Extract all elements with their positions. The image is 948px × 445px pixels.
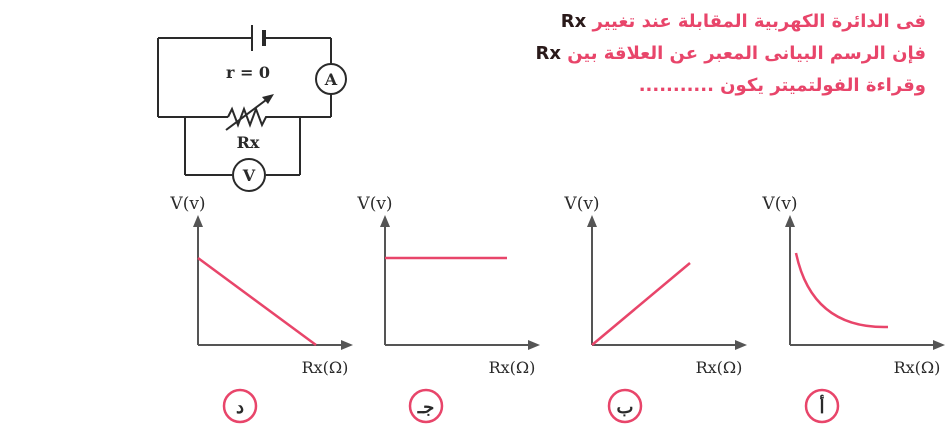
graph-4-ylabel: V(v): [761, 194, 797, 214]
graph-4-option-label: أ: [819, 395, 824, 418]
graph-2-ylabel: V(v): [356, 194, 392, 214]
variable-rx: Rx: [560, 11, 587, 32]
question-line-2: فإن الرسم البيانى المعبر عن العلاقة بين …: [535, 43, 926, 64]
question-line-1: فى الدائرة الكهربية المقابلة عند تغيير R…: [560, 11, 926, 32]
graph-3-xlabel: Rx(Ω): [696, 358, 743, 377]
question-text: فى الدائرة الكهربية المقابلة عند تغيير R…: [486, 6, 926, 102]
question-line-3: وقراءة الفولتميتر يكون ...........: [638, 75, 926, 96]
graph-3-option-label: ب: [617, 397, 634, 418]
graph-3-y-arrow: [587, 215, 597, 227]
graph-3-curve: [591, 262, 691, 346]
graph-1-y-arrow: [193, 215, 203, 227]
graph-4-y-arrow: [785, 215, 795, 227]
graph-4-x-arrow: [933, 340, 945, 350]
graph-3-option-circle: [607, 388, 643, 424]
graph-1-option-label: د: [236, 397, 244, 418]
graph-2-xlabel: Rx(Ω): [489, 358, 536, 377]
graph-2-x-arrow: [528, 340, 540, 350]
graph-4-option-circle: [804, 388, 840, 424]
graph-1-curve: [197, 256, 317, 347]
graph-1-xlabel: Rx(Ω): [302, 358, 349, 377]
graph-2-option-circle: [408, 388, 444, 424]
graph-3-x-arrow: [735, 340, 747, 350]
graph-3-ylabel: V(v): [563, 194, 599, 214]
variable-rx: Rx: [535, 43, 561, 64]
graph-2-option-label: جـ: [417, 397, 434, 418]
graph-2-y-arrow: [380, 215, 390, 227]
graph-4-xlabel: Rx(Ω): [894, 358, 941, 377]
graph-4-curve: [794, 252, 889, 329]
graph-1-option-circle: [222, 388, 258, 424]
graph-1-ylabel: V(v): [169, 194, 205, 214]
graph-1-x-arrow: [341, 340, 353, 350]
